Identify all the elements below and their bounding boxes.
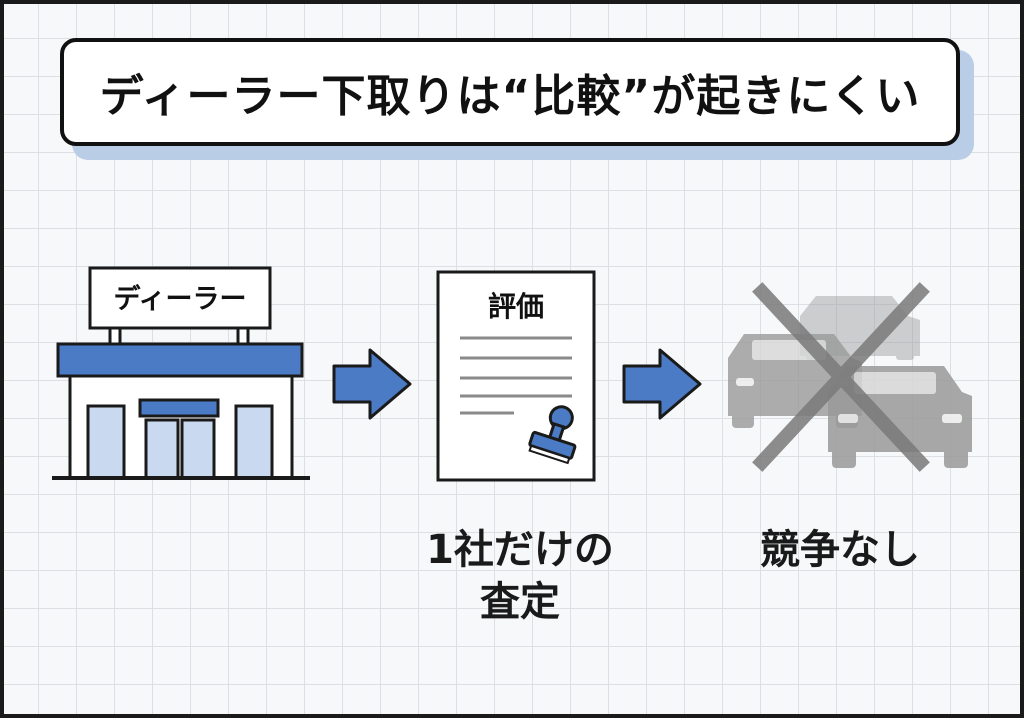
car-icon (828, 366, 972, 468)
caption-assessment-line1: 1社だけの (426, 527, 614, 573)
page-title: ディーラー下取りは“比較”が起きにくい (99, 71, 921, 122)
store-window-right (234, 404, 274, 480)
store-window-left (86, 404, 126, 480)
store-door-right (180, 418, 216, 480)
store-door-canopy (138, 398, 220, 418)
caption-single-assessment: 1社だけの 査定 (380, 524, 660, 628)
store-sign-board (88, 266, 272, 330)
store-icon: ディーラー (52, 266, 310, 480)
store-roof (56, 342, 304, 378)
document-heading: 評価 (488, 290, 544, 323)
store-door-left (144, 418, 180, 480)
title-banner: ディーラー下取りは“比較”が起きにくい (60, 38, 960, 146)
arrow-right-icon (622, 348, 702, 420)
caption-no-competition: 競争なし (760, 527, 920, 573)
store-sign-text: ディーラー (113, 283, 246, 315)
arrow-right-icon (332, 348, 412, 420)
cross-icon (752, 282, 930, 472)
caption-assessment-line2: 査定 (480, 579, 560, 625)
stamp-icon (528, 405, 577, 465)
document-icon: 評価 (436, 270, 596, 482)
